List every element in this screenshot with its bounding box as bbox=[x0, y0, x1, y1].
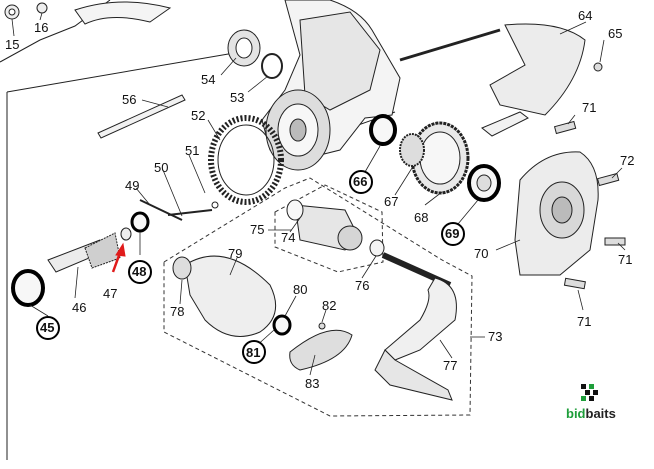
side-cover-70 bbox=[514, 151, 599, 276]
washer-76 bbox=[369, 239, 385, 257]
label-48: 48 bbox=[132, 264, 146, 279]
label-64: 64 bbox=[578, 8, 592, 23]
label-71-top: 71 bbox=[582, 100, 596, 115]
label-54: 54 bbox=[201, 72, 215, 87]
part-15-16-group bbox=[4, 1, 172, 25]
label-49: 49 bbox=[125, 178, 139, 193]
highlight-circles bbox=[36, 170, 465, 364]
label-71-mid: 71 bbox=[618, 252, 632, 267]
dashed-group-73 bbox=[163, 177, 473, 417]
red-arrow bbox=[111, 242, 126, 273]
part-54-53 bbox=[227, 29, 283, 79]
body-cover-64 bbox=[481, 23, 586, 137]
label-47: 47 bbox=[103, 286, 117, 301]
bearing-66 bbox=[369, 114, 397, 146]
label-53: 53 bbox=[230, 90, 244, 105]
label-76: 76 bbox=[355, 278, 369, 293]
part-labels: 15 16 54 53 56 52 51 50 49 47 46 45 48 6… bbox=[5, 8, 634, 391]
label-83: 83 bbox=[305, 376, 319, 391]
leader-lines bbox=[11, 12, 626, 376]
label-75: 75 bbox=[250, 222, 264, 237]
label-15: 15 bbox=[5, 37, 19, 52]
label-67: 67 bbox=[384, 194, 398, 209]
handle-knob-79 bbox=[172, 255, 277, 337]
brand-name-dark: baits bbox=[586, 406, 616, 421]
brand-name: bidbaits bbox=[566, 406, 616, 421]
label-81: 81 bbox=[246, 345, 260, 360]
label-50: 50 bbox=[154, 160, 168, 175]
label-68: 68 bbox=[414, 210, 428, 225]
handle-arm-77 bbox=[374, 252, 457, 401]
label-66: 66 bbox=[353, 174, 367, 189]
label-46: 46 bbox=[72, 300, 86, 315]
drive-gear-67 bbox=[399, 121, 470, 195]
handle-cap-83 bbox=[289, 322, 353, 371]
screws bbox=[553, 62, 626, 290]
label-72: 72 bbox=[620, 153, 634, 168]
label-77: 77 bbox=[443, 358, 457, 373]
brand-name-green: bid bbox=[566, 406, 586, 421]
label-45: 45 bbox=[40, 320, 54, 335]
shaft-56 bbox=[97, 94, 186, 139]
brand-logo: bidbaits bbox=[566, 384, 616, 421]
label-65: 65 bbox=[608, 26, 622, 41]
label-70: 70 bbox=[474, 246, 488, 261]
gear-52 bbox=[208, 115, 284, 205]
label-16: 16 bbox=[34, 20, 48, 35]
label-56: 56 bbox=[122, 92, 136, 107]
label-80: 80 bbox=[293, 282, 307, 297]
label-52: 52 bbox=[191, 108, 205, 123]
label-71-bottom: 71 bbox=[577, 314, 591, 329]
label-82: 82 bbox=[322, 298, 336, 313]
label-79: 79 bbox=[228, 246, 242, 261]
label-74: 74 bbox=[281, 230, 295, 245]
label-69: 69 bbox=[445, 226, 459, 241]
bearing-81 bbox=[272, 314, 292, 336]
handle-shaft-74 bbox=[286, 199, 363, 251]
label-51: 51 bbox=[185, 143, 199, 158]
body-frame bbox=[261, 0, 501, 171]
brand-mark-icon bbox=[581, 384, 598, 401]
bearing-69-inner bbox=[476, 174, 492, 192]
worm-shaft-46 bbox=[11, 199, 219, 307]
label-73: 73 bbox=[488, 329, 502, 344]
label-78: 78 bbox=[170, 304, 184, 319]
